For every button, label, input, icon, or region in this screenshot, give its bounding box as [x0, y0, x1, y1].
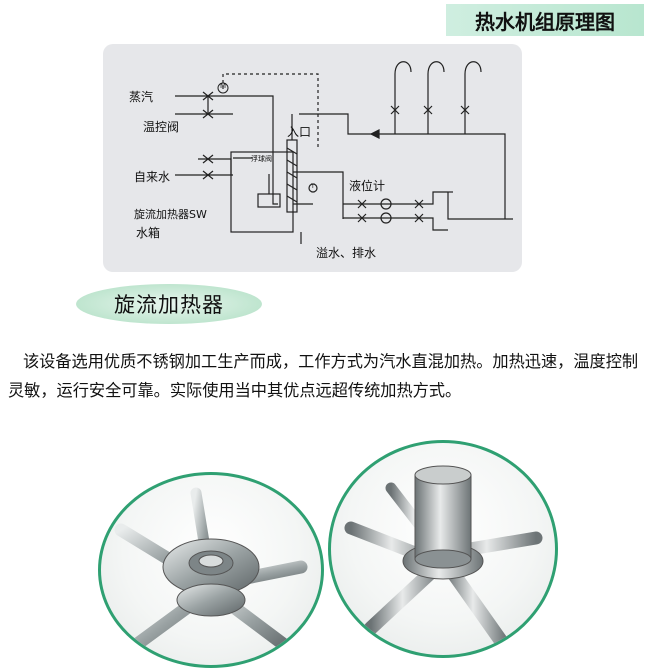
schematic-lines [175, 61, 513, 244]
label-inlet: 入口 [287, 125, 312, 139]
label-float-valve: 浮球阀 [251, 155, 272, 163]
label-tap-water: 自来水 [134, 170, 171, 184]
label-water-tank: 水箱 [136, 226, 161, 240]
description-paragraph: 该设备选用优质不锈钢加工生产而成，工作方式为汽水直混加热。加热迅速，温度控制灵敏… [8, 352, 639, 400]
schematic-diagram: 蒸汽 温控阀 自来水 浮球阀 入口 液位计 旋流加热器SW 水箱 溢水、排水 M… [103, 44, 522, 272]
page-title: 热水机组原理图 [446, 4, 644, 36]
section-heading: 旋流加热器 [76, 284, 262, 324]
section-title: 旋流加热器 [114, 293, 224, 317]
motor-symbol: M [220, 82, 227, 90]
label-level-gauge: 液位计 [349, 179, 386, 193]
heater-photo-side-view [328, 440, 558, 658]
label-heater-sw: 旋流加热器SW [134, 208, 207, 221]
heater-illustration-2 [344, 465, 543, 655]
label-temp-valve: 温控阀 [143, 120, 180, 134]
heater-illustration-1 [114, 487, 308, 657]
label-overflow-drain: 溢水、排水 [316, 246, 377, 260]
label-steam: 蒸汽 [129, 90, 154, 104]
temp-symbol: T [311, 183, 315, 190]
heater-photo-top-view [98, 472, 324, 668]
